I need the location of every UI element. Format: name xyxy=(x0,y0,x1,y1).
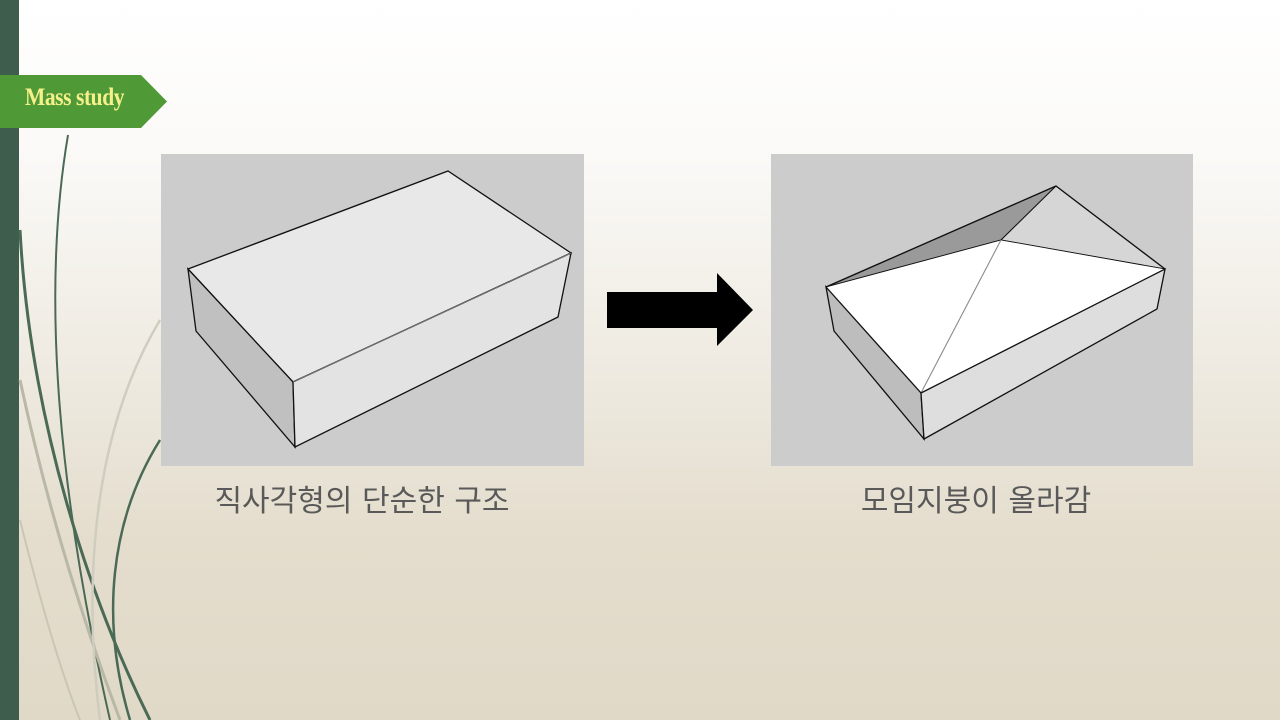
right-arrow-icon xyxy=(607,273,753,346)
right-figure-caption: 모임지붕이 올라감 xyxy=(860,484,1092,519)
left-figure-caption: 직사각형의 단순한 구조 xyxy=(214,484,510,519)
right-figure-panel xyxy=(771,154,1193,466)
hip-roof-figure xyxy=(824,185,1167,441)
section-tag xyxy=(0,75,168,128)
decorative-curves xyxy=(18,134,162,720)
sidebar-accent-bar xyxy=(0,0,19,720)
left-figure-panel xyxy=(161,154,584,466)
section-tag-label: Mass study xyxy=(25,84,125,111)
rectangular-box-figure xyxy=(186,170,573,449)
